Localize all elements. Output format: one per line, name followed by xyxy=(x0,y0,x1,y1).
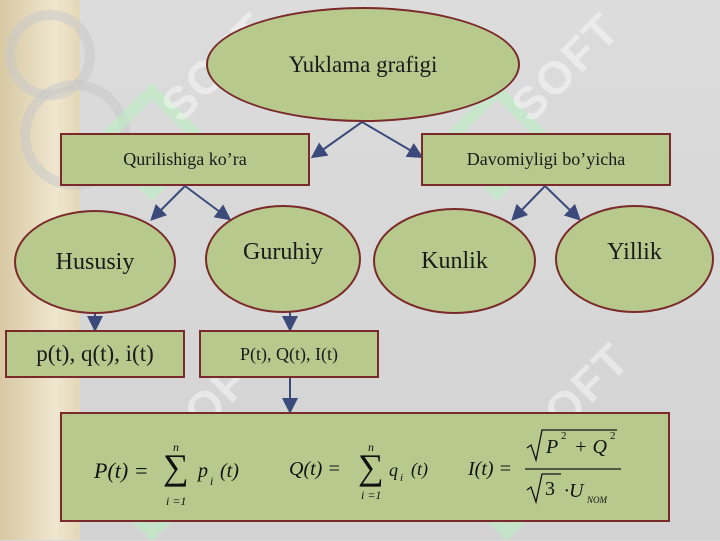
individual-values-label: p(t), q(t), i(t) xyxy=(36,341,154,366)
root-node: Yuklama grafigi xyxy=(206,7,520,122)
group-values-box: P(t), Q(t), I(t) xyxy=(199,330,379,378)
formula-i-den-dot: ·U xyxy=(564,480,584,502)
formula-q-rhs-arg: (t) xyxy=(411,459,428,479)
formula-i-den-sub: NOM xyxy=(587,495,607,505)
category-construction-node: Qurilishiga ko’ra xyxy=(60,133,310,186)
leaf-individual-node: Hususiy xyxy=(14,210,176,314)
formula-i-num-plus: + Q xyxy=(574,436,607,458)
leaf-daily-label: Kunlik xyxy=(421,247,488,274)
arrow-root-to-left xyxy=(310,121,363,159)
leaf-group-node: Guruhiy xyxy=(205,205,361,313)
sigma-icon: ∑ xyxy=(358,447,384,487)
formula-i-num-exp2: 2 xyxy=(610,430,616,442)
formula-i-lhs: I(t) = xyxy=(468,458,513,480)
arrow-right-to-yearly xyxy=(544,185,581,221)
arrow-root-to-right xyxy=(361,121,424,159)
root-label: Yuklama grafigi xyxy=(288,51,438,77)
sigma-icon: ∑ xyxy=(163,447,189,487)
fraction-radical-lines xyxy=(525,429,621,505)
leaf-daily-node: Kunlik xyxy=(373,208,536,314)
formula-p-rhs-sub: i xyxy=(210,474,214,488)
formula-q-rhs-sub: i xyxy=(400,472,404,484)
category-duration-label: Davomiyligi bo’yicha xyxy=(466,149,626,169)
formula-q-sum-bottom: i =1 xyxy=(361,488,382,502)
leaf-group-label: Guruhiy xyxy=(243,238,323,265)
arrow-left-to-group xyxy=(184,185,232,221)
group-values-label: P(t), Q(t), I(t) xyxy=(240,343,338,364)
formula-p-rhs: p xyxy=(198,460,208,482)
category-duration-node: Davomiyligi bo’yicha xyxy=(421,133,671,186)
formula-i-num-p: P xyxy=(546,436,559,458)
leaf-yearly-node: Yillik xyxy=(555,205,714,313)
leaf-individual-label: Hususiy xyxy=(55,248,135,275)
arrow-left-to-individual xyxy=(150,185,186,221)
formula-q-sum-top: n xyxy=(368,440,374,454)
formula-q-lhs: Q(t) = xyxy=(289,458,341,480)
formula-p-rhs-arg: (t) xyxy=(220,460,239,482)
formula-i-den-root: 3 xyxy=(545,478,555,500)
leaf-yearly-label: Yillik xyxy=(607,238,662,265)
formula-q-rhs: q xyxy=(389,460,398,480)
category-construction-label: Qurilishiga ko’ra xyxy=(123,149,247,169)
arrow-right-to-daily xyxy=(511,185,546,221)
formula-p-sum-top: n xyxy=(173,440,179,454)
formula-p-sum-bottom: i =1 xyxy=(166,494,187,508)
formula-i-num-exp1: 2 xyxy=(561,430,567,442)
formula-p-lhs: P(t) = xyxy=(94,458,149,483)
individual-values-box: p(t), q(t), i(t) xyxy=(5,330,185,378)
